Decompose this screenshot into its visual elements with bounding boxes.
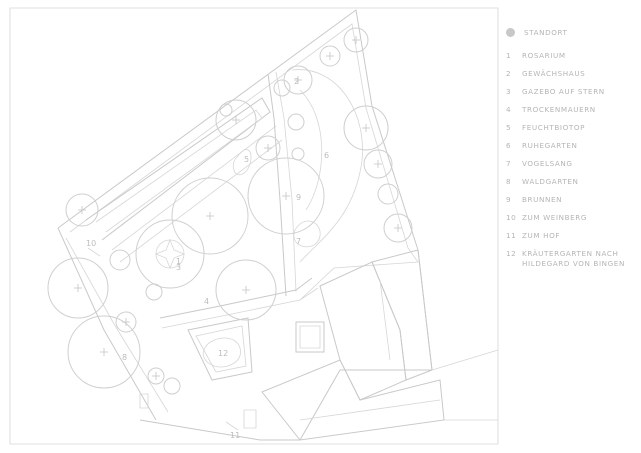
central-path-2 [276, 72, 296, 292]
map-label-12: 12 [218, 349, 228, 358]
roof-line [380, 280, 390, 360]
arrow-vineyard [88, 248, 100, 256]
trees [48, 28, 412, 394]
walk-edge [120, 140, 282, 262]
bench [140, 394, 148, 408]
legend-label: ZUM WEINBERG [522, 213, 588, 222]
shed-2 [300, 326, 320, 348]
rosarium-circle [136, 220, 204, 288]
map-label-10: 10 [86, 239, 96, 248]
legend-item: 9 BRUNNEN [506, 195, 562, 204]
map-label-6: 6 [324, 151, 329, 160]
legend-label: BRUNNEN [522, 195, 563, 204]
legend-num: 8 [506, 177, 512, 186]
slope-edge-inner [66, 238, 168, 412]
map-label-7: 7 [296, 237, 301, 246]
herb-garden-inner [196, 326, 246, 372]
legend-label: ROSARIUM [522, 51, 566, 60]
legend-item: 2 GEWÄCHSHAUS [506, 69, 585, 78]
legend-item: 3 GAZEBO AUF STERN [506, 87, 605, 96]
lower-path-2 [162, 288, 318, 328]
rest-garden-path-2 [300, 90, 322, 210]
legend-label: HILDEGARD VON BINGEN [522, 259, 625, 268]
legend-item-continued: HILDEGARD VON BINGEN [506, 259, 625, 268]
map-label-8: 8 [122, 353, 127, 362]
building-right [372, 250, 432, 380]
legend-num: 11 [506, 231, 517, 240]
roof-line [300, 400, 440, 420]
legend-item: 4 TROCKENMAUERN [506, 105, 596, 114]
standort-dot-icon [506, 28, 515, 37]
legend-label: GAZEBO AUF STERN [522, 87, 605, 96]
legend-label: GEWÄCHSHAUS [522, 69, 586, 78]
legend-num: 9 [506, 195, 512, 204]
steps [244, 410, 256, 428]
legend-label: WALDGARTEN [522, 177, 579, 186]
pond [233, 150, 251, 175]
map-label-4: 4 [204, 297, 209, 306]
herb-garden-plot [188, 318, 252, 380]
legend-label: KRÄUTERGARTEN NACH [522, 249, 619, 258]
legend-item: 10 ZUM WEINBERG [506, 213, 587, 222]
legend-item: 12 KRÄUTERGARTEN NACH [506, 249, 618, 258]
inner-boundary [70, 24, 418, 300]
legend-num: 4 [506, 105, 512, 114]
tree-centres [74, 36, 402, 380]
legend-num: 3 [506, 87, 512, 96]
legend-label: RUHEGARTEN [522, 141, 578, 150]
legend-item: 1 ROSARIUM [506, 51, 566, 60]
legend-num: 6 [506, 141, 512, 150]
legend-item: 5 FEUCHTBIOTOP [506, 123, 585, 132]
legend-item: 7 VOGELSANG [506, 159, 573, 168]
legend-label: STANDORT [524, 28, 568, 37]
legend-standort: STANDORT [506, 28, 568, 37]
garden-boundary [58, 10, 432, 440]
legend-num: 1 [506, 51, 512, 60]
map-label-3: 3 [176, 263, 181, 272]
vineyard-walk-inner [96, 110, 262, 232]
legend-num-spacer [506, 259, 522, 268]
map-label-9: 9 [296, 193, 301, 202]
map-label-11: 11 [230, 431, 240, 440]
map-label-5: 5 [244, 155, 249, 164]
legend-label: FEUCHTBIOTOP [522, 123, 586, 132]
map-frame [10, 8, 498, 444]
legend-num: 7 [506, 159, 512, 168]
shed [296, 322, 324, 352]
legend-label: ZUM HOF [522, 231, 561, 240]
building-main [320, 262, 406, 400]
legend-label: TROCKENMAUERN [522, 105, 596, 114]
right-lot [432, 350, 498, 370]
legend-num: 10 [506, 213, 517, 222]
herb-bed [203, 338, 240, 367]
building-lower [262, 360, 444, 440]
legend-item: 6 RUHEGARTEN [506, 141, 577, 150]
rest-garden-path [292, 70, 363, 262]
star-gazebo [156, 240, 184, 268]
lower-path [160, 278, 312, 318]
map-label-1: 1 [176, 257, 181, 266]
slope-edge [58, 228, 156, 420]
legend-item: 11 ZUM HOF [506, 231, 560, 240]
arrow-hof [226, 422, 238, 430]
legend-label: VOGELSANG [522, 159, 573, 168]
legend-item: 8 WALDGARTEN [506, 177, 578, 186]
map-label-2: 2 [294, 77, 299, 86]
legend-num: 5 [506, 123, 512, 132]
legend-num: 12 [506, 249, 517, 258]
vineyard-walk [86, 98, 270, 240]
legend-num: 2 [506, 69, 512, 78]
central-path [268, 74, 286, 296]
walk-edge [112, 126, 276, 250]
